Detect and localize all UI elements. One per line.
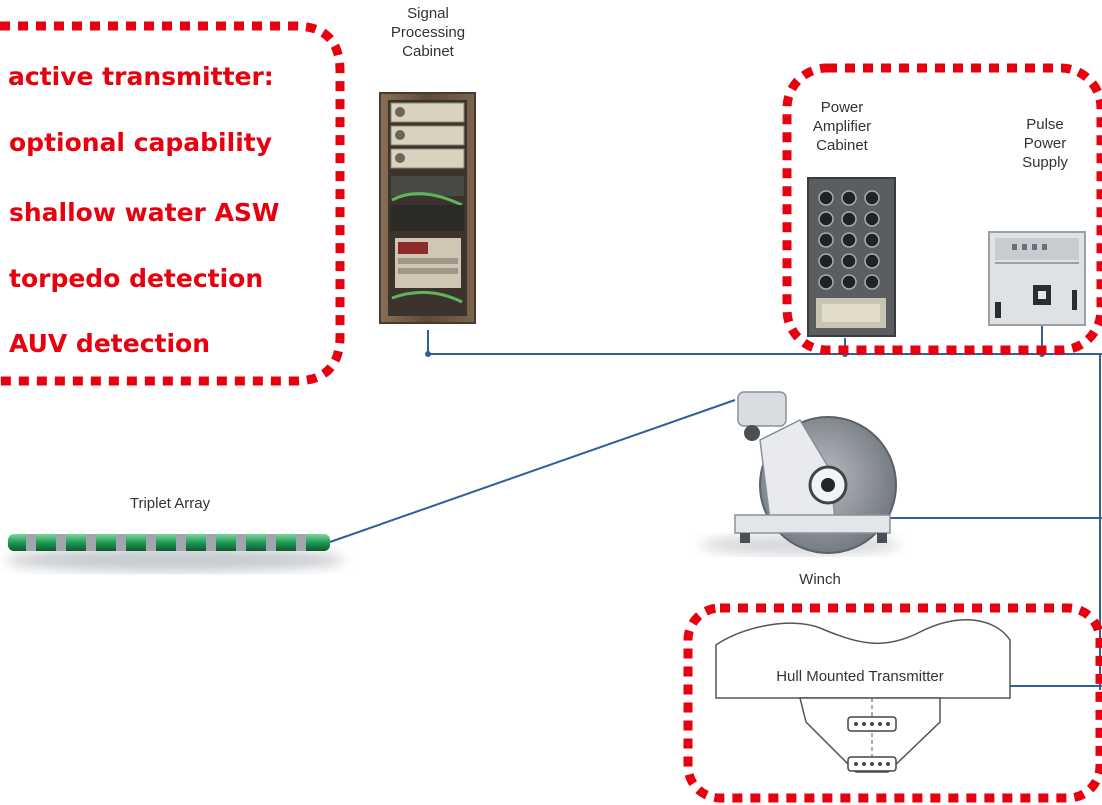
callout-item-torpedo-detection: torpedo detection bbox=[9, 264, 264, 293]
signal-processing-cabinet bbox=[379, 92, 476, 324]
callout-highlight-box bbox=[0, 21, 345, 386]
hull-mounted-transmitter bbox=[715, 619, 1011, 773]
callout-heading: active transmitter: bbox=[8, 62, 274, 91]
hull-transmitter-label: Hull Mounted Transmitter bbox=[776, 668, 944, 685]
callout-item-auv-detection: AUV detection bbox=[9, 329, 211, 358]
triplet-array-label: Triplet Array bbox=[129, 495, 211, 512]
pulse-power-label: Pulse Power Supply bbox=[1022, 116, 1068, 171]
power-amplifier-label: Power Amplifier Cabinet bbox=[812, 99, 872, 154]
transmitter-highlight-box bbox=[683, 603, 1102, 803]
signal-processing-label: Signal Processing Cabinet bbox=[390, 5, 466, 60]
triplet-array bbox=[5, 534, 345, 572]
winch-label: Winch bbox=[799, 571, 841, 588]
winch bbox=[700, 391, 900, 555]
pulse-power-supply bbox=[988, 231, 1086, 326]
callout-item-shallow-water-asw: shallow water ASW bbox=[9, 198, 280, 227]
power-amplifier-cabinet bbox=[807, 177, 896, 337]
power-highlight-box bbox=[782, 63, 1102, 355]
callout-item-optional-capability: optional capability bbox=[9, 128, 273, 157]
